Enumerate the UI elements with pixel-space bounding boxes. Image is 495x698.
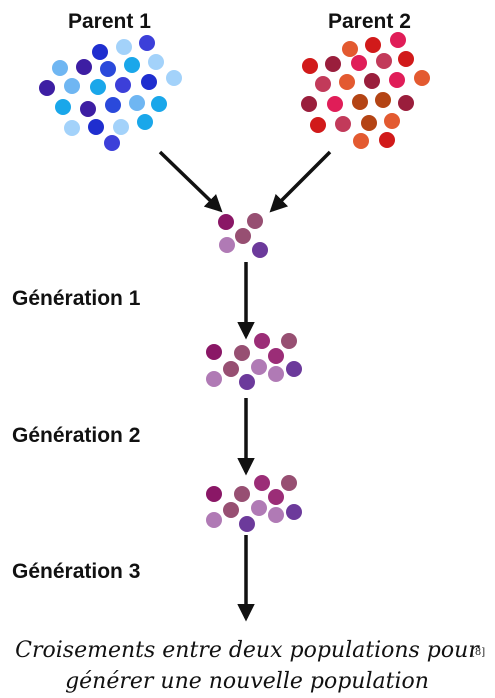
parent-1-individual (139, 35, 155, 51)
offspring-individual (219, 237, 235, 253)
parent-2-individual (364, 73, 380, 89)
offspring-individual (251, 500, 267, 516)
parent-1-individual (105, 97, 121, 113)
offspring-individual (251, 359, 267, 375)
generation-2-cluster (206, 475, 302, 532)
parent-2-individual (376, 53, 392, 69)
generation-3-label: Génération 3 (12, 560, 140, 583)
parent-2-individual (339, 74, 355, 90)
offspring-individual (223, 361, 239, 377)
parent-2-arrow (269, 150, 332, 213)
parent-1-individual (76, 59, 92, 75)
caption-line-2: générer une nouvelle population (65, 669, 429, 694)
parent-1-individual (90, 79, 106, 95)
offspring-individual (234, 486, 250, 502)
offspring-individual (286, 361, 302, 377)
offspring-individual (235, 228, 251, 244)
parent-2-label: Parent 2 (328, 10, 411, 33)
generation-1-label: Génération 1 (12, 287, 141, 310)
parent-2-individual (384, 113, 400, 129)
caption-line-1: Croisements entre deux populations pour (15, 638, 480, 663)
offspring-individual (234, 345, 250, 361)
offspring-individual (268, 348, 284, 364)
parent-1-individual (129, 95, 145, 111)
offspring-individual (254, 333, 270, 349)
generation-1-cluster (206, 333, 302, 390)
parent-1-individual (141, 74, 157, 90)
parent-2-individual (379, 132, 395, 148)
parent-2-individual (325, 56, 341, 72)
parent-1-individual (151, 96, 167, 112)
parent-1-individual (115, 77, 131, 93)
offspring-individual (268, 366, 284, 382)
parent-1-individual (55, 99, 71, 115)
offspring-individual (286, 504, 302, 520)
parent-1-individual (92, 44, 108, 60)
offspring-individual (206, 486, 222, 502)
parent-1-individual (137, 114, 153, 130)
parent-1-individual (166, 70, 182, 86)
offspring-individual (268, 507, 284, 523)
parent-1-arrow (158, 150, 223, 213)
parent-2-individual (375, 92, 391, 108)
parent-2-individual (315, 76, 331, 92)
offspring-individual (268, 489, 284, 505)
parent-1-individual (124, 57, 140, 73)
offspring-individual (218, 214, 234, 230)
parent-1-individual (113, 119, 129, 135)
generation-2-label: Génération 2 (12, 424, 140, 447)
parent-1-individual (116, 39, 132, 55)
parent-2-individual (390, 32, 406, 48)
parent-1-individual (64, 78, 80, 94)
parent-1-individual (64, 120, 80, 136)
offspring-individual (223, 502, 239, 518)
parent-1-individual (39, 80, 55, 96)
parent-2-individual (327, 96, 343, 112)
parent-1-population (39, 35, 182, 151)
parent-2-individual (398, 51, 414, 67)
offspring-individual (281, 333, 297, 349)
offspring-individual (254, 475, 270, 491)
offspring-individual (239, 374, 255, 390)
parent-2-individual (342, 41, 358, 57)
parent-1-label: Parent 1 (68, 10, 151, 33)
parent-1-individual (80, 101, 96, 117)
offspring-individual (206, 371, 222, 387)
parent-2-individual (351, 55, 367, 71)
parent-2-individual (361, 115, 377, 131)
parent-2-individual (398, 95, 414, 111)
offspring-individual (206, 512, 222, 528)
offspring-individual (239, 516, 255, 532)
parent-2-population (301, 32, 430, 149)
parent-2-individual (335, 116, 351, 132)
parent-2-individual (301, 96, 317, 112)
parent-2-individual (352, 94, 368, 110)
offspring-initial-cluster (218, 213, 268, 258)
offspring-individual (247, 213, 263, 229)
parent-2-individual (310, 117, 326, 133)
parent-2-individual (414, 70, 430, 86)
parent-1-individual (88, 119, 104, 135)
offspring-individual (206, 344, 222, 360)
parent-1-individual (52, 60, 68, 76)
parent-2-individual (353, 133, 369, 149)
offspring-individual (281, 475, 297, 491)
parent-1-individual (100, 61, 116, 77)
offspring-individual (252, 242, 268, 258)
parent-2-individual (365, 37, 381, 53)
parent-2-individual (302, 58, 318, 74)
parent-2-individual (389, 72, 405, 88)
reference-marker: [8] (471, 647, 485, 658)
parent-1-individual (104, 135, 120, 151)
parent-1-individual (148, 54, 164, 70)
